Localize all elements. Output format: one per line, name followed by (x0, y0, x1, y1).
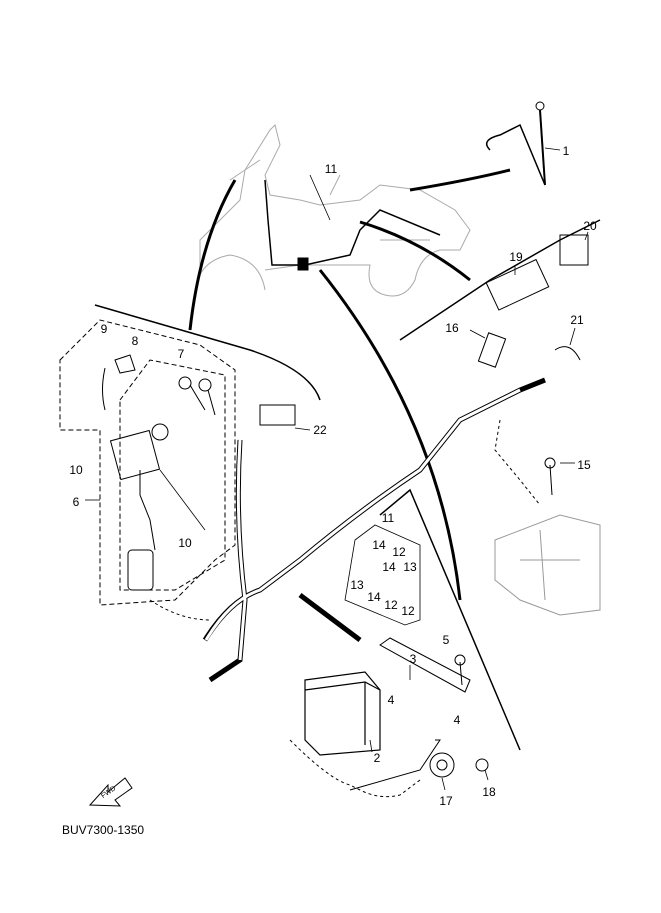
callout-22: 22 (313, 423, 327, 437)
callout-11: 11 (324, 162, 338, 176)
callout-fuse-14b: 14 (382, 560, 396, 574)
callout-19: 19 (509, 250, 523, 264)
nut-18 (475, 758, 489, 772)
callout-10a: 10 (69, 463, 83, 477)
engine-case (494, 514, 601, 616)
callout-fuse-14c: 14 (367, 590, 381, 604)
callout-2: 2 (373, 751, 381, 765)
callout-7: 7 (177, 347, 185, 361)
group-outlines (94, 123, 601, 751)
callout-9: 9 (100, 322, 108, 336)
bolt-15 (549, 464, 553, 496)
fwd-arrow-icon (88, 777, 133, 807)
callout-fuse-14a: 14 (372, 538, 386, 552)
callout-3: 3 (409, 652, 417, 666)
dashed-group-boxes (59, 319, 236, 606)
callout-8: 8 (131, 334, 139, 348)
connector-16 (477, 332, 507, 368)
callout-15: 15 (577, 458, 591, 472)
callout-fuse-12a: 12 (392, 545, 406, 559)
callout-fuse-11: 11 (381, 511, 395, 525)
connector-20 (559, 234, 589, 266)
fuse-panel (344, 524, 421, 626)
callout-20: 20 (583, 219, 597, 233)
bolt-5 (459, 661, 463, 686)
callout-16: 16 (445, 321, 459, 335)
main-switch (109, 423, 169, 591)
battery-bracket (379, 637, 471, 693)
callout-5: 5 (442, 633, 450, 647)
group-boundaries (188, 168, 511, 601)
harness-on-frame (264, 179, 441, 266)
cable-tie-1 (539, 109, 546, 186)
leader-lines (85, 147, 589, 791)
diagram-code: BUV7300-1350 (62, 823, 145, 837)
horn-17 (429, 752, 455, 778)
band-21 (554, 346, 581, 361)
scooter-outline (194, 124, 471, 297)
callout-fuse-12c: 12 (401, 604, 415, 618)
callout-1: 1 (562, 144, 570, 158)
callout-fuse-13a: 13 (403, 560, 417, 574)
callout-fuse-12b: 12 (384, 598, 398, 612)
callout-fuse-13b: 13 (350, 578, 364, 592)
lock-wire (102, 354, 136, 411)
battery (304, 671, 381, 756)
relay-19 (485, 258, 550, 311)
keys (178, 376, 216, 416)
callout-21: 21 (570, 313, 584, 327)
main-wire-harness (202, 377, 546, 683)
callout-10b: 10 (178, 536, 192, 550)
callout-4b: 4 (453, 713, 461, 727)
callout-6: 6 (72, 495, 80, 509)
callout-4a: 4 (387, 693, 395, 707)
thin-wires (149, 419, 541, 798)
relay-22 (259, 404, 296, 426)
callout-18: 18 (482, 785, 496, 799)
callout-17: 17 (439, 794, 453, 808)
